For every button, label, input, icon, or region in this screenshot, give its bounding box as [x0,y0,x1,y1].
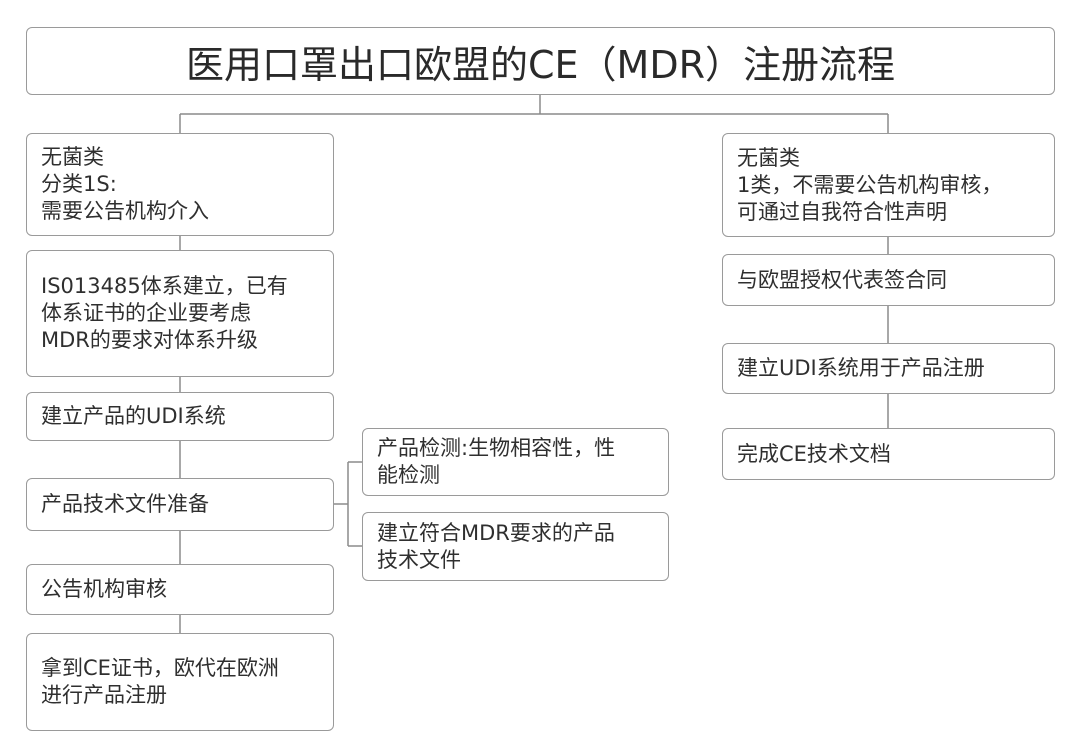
step-line: 公告机构审核 [41,577,167,601]
right-category-line: 可通过自我符合性声明 [737,199,947,224]
step-line: 完成CE技术文档 [737,441,891,466]
step-line: 体系证书的企业要考虑 [41,301,251,325]
step-line: 与欧盟授权代表签合同 [737,267,947,292]
right-category-line: 无菌类 [737,145,800,170]
step-line: IS013485体系建立，已有 [41,274,288,298]
step-line: MDR的要求对体系升级 [41,328,258,352]
sub-step-line: 技术文件 [377,547,461,572]
right-step-eu-rep-box: 与欧盟授权代表签合同 [722,254,1055,306]
sub-step-line: 能检测 [377,463,440,487]
left-step-iso13485-box: IS013485体系建立，已有 体系证书的企业要考虑 MDR的要求对体系升级 [26,250,334,377]
right-category-box: 无菌类 1类，不需要公告机构审核， 可通过自我符合性声明 [722,133,1055,237]
step-line: 产品技术文件准备 [41,492,209,516]
left-step-tech-file-box: 产品技术文件准备 [26,478,334,531]
step-line: 建立UDI系统用于产品注册 [737,356,985,380]
sub-step-testing-box: 产品检测:生物相容性，性 能检测 [362,428,669,496]
left-step-ce-cert-box: 拿到CE证书，欧代在欧洲 进行产品注册 [26,633,334,731]
right-step-udi-box: 建立UDI系统用于产品注册 [722,343,1055,394]
right-step-ce-docs-box: 完成CE技术文档 [722,428,1055,480]
left-step-udi-box: 建立产品的UDI系统 [26,392,334,441]
step-line: 进行产品注册 [41,683,167,707]
sub-step-line: 建立符合MDR要求的产品 [377,520,615,545]
left-category-line: 需要公告机构介入 [41,199,209,223]
left-step-audit-box: 公告机构审核 [26,564,334,615]
flowchart-title-text: 医用口罩出口欧盟的CE（MDR）注册流程 [186,42,895,87]
step-line: 建立产品的UDI系统 [41,404,226,428]
left-category-line: 无菌类 [41,145,104,169]
left-category-line: 分类1S: [41,172,117,196]
sub-step-line: 产品检测:生物相容性，性 [377,436,616,460]
step-line: 拿到CE证书，欧代在欧洲 [41,656,279,680]
sub-step-mdr-docs-box: 建立符合MDR要求的产品 技术文件 [362,512,669,581]
right-category-line: 1类，不需要公告机构审核， [737,172,1003,197]
flowchart-title: 医用口罩出口欧盟的CE（MDR）注册流程 [26,27,1055,95]
left-category-box: 无菌类 分类1S: 需要公告机构介入 [26,133,334,236]
